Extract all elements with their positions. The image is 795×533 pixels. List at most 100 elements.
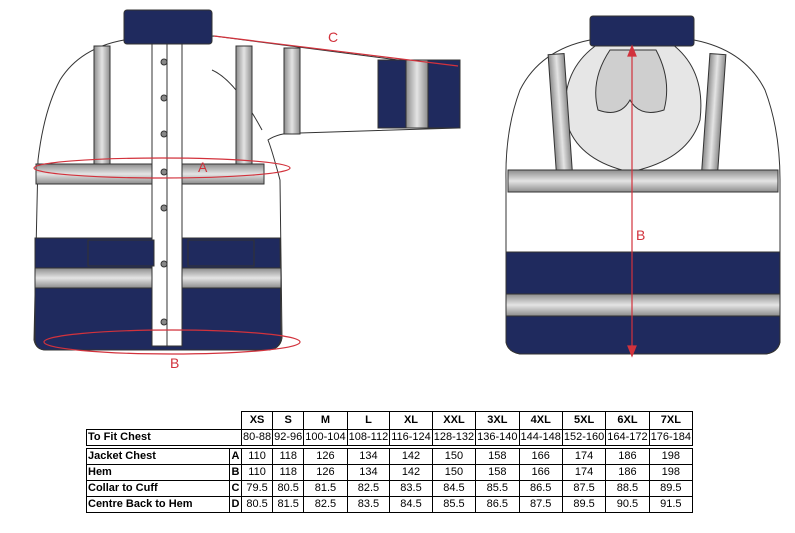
table-row-jacket-chest: Jacket Chest A 110 118 126 134 142 150 1… [86,448,694,465]
dimension-b-back-label: B [636,227,645,243]
dimension-c-label: C [328,29,338,45]
size-chart-table: XS S M L XL XXL 3XL 4XL 5XL 6XL 7XL To F… [86,411,694,513]
table-cell: 80.5 [240,496,274,513]
size-header-l: L [346,411,391,430]
fit-chest-cell: 164-172 [605,429,650,446]
table-cell: 86.5 [475,496,520,513]
sleeve-reflective-band [283,47,301,135]
table-cell: 90.5 [605,496,650,513]
table-cell: 91.5 [648,496,694,513]
table-cell: 118 [272,464,305,481]
fit-chest-cell: 136-140 [475,429,520,446]
table-cell: 198 [648,448,694,465]
table-cell: 110 [240,448,274,465]
table-cell: 88.5 [605,480,650,497]
back-hem-reflective-band [505,293,781,317]
front-collar [123,9,213,45]
table-cell: 110 [240,464,274,481]
size-header-xxl: XXL [431,411,477,430]
front-right-brace [235,45,253,165]
back-chest-reflective-band [507,169,779,193]
front-chest-reflective-band [35,163,265,185]
row-letter: D [229,496,242,513]
dimension-c-line [213,35,459,67]
size-header-row: XS S M L XL XXL 3XL 4XL 5XL 6XL 7XL [87,411,694,430]
table-cell: 150 [431,448,477,465]
dimension-a-loop [33,157,291,179]
right-pocket-flap [187,239,255,267]
table-cell: 84.5 [431,480,477,497]
table-cell: 79.5 [240,480,274,497]
table-cell: 83.5 [389,480,433,497]
button [160,168,168,176]
left-pocket-flap [87,239,155,267]
size-header-7xl: 7XL [648,411,694,430]
sleeve-cuff-reflective-band [405,59,429,129]
size-header-5xl: 5XL [561,411,607,430]
table-cell: 89.5 [561,496,607,513]
size-header-6xl: 6XL [605,411,650,430]
table-cell: 142 [389,464,433,481]
table-cell: 134 [346,448,391,465]
button [160,260,168,268]
table-cell: 158 [475,448,520,465]
row-letter: A [229,448,242,465]
row-letter: C [229,480,242,497]
jacket-front-view [33,9,461,351]
table-cell: 142 [389,448,433,465]
fit-chest-row: To Fit Chest 80-88 92-96 100-104 108-112… [86,429,694,446]
table-cell: 150 [431,464,477,481]
table-cell: 198 [648,464,694,481]
dimension-b-front-loop [43,329,301,355]
table-cell: 166 [518,464,563,481]
back-collar [589,15,695,47]
table-row-collar-to-cuff: Collar to Cuff C 79.5 80.5 81.5 82.5 83.… [86,480,694,497]
table-cell: 85.5 [431,496,477,513]
row-letter: B [229,464,242,481]
table-cell: 118 [272,448,305,465]
row-label: Centre Back to Hem [86,496,230,513]
header-blank-letter [230,412,242,430]
table-cell: 81.5 [303,480,348,497]
table-cell: 186 [605,464,650,481]
table-row-hem: Hem B 110 118 126 134 142 150 158 166 17… [86,464,694,481]
table-cell: 83.5 [346,496,391,513]
placket-buttons [160,58,168,326]
dimension-a-label: A [198,159,208,175]
fit-chest-cell: 176-184 [648,429,694,446]
table-row-centre-back-to-hem: Centre Back to Hem D 80.5 81.5 82.5 83.5… [86,496,694,513]
table-cell: 80.5 [272,480,305,497]
fit-chest-cell: 108-112 [346,429,391,446]
size-header-xs: XS [240,411,274,430]
row-label: Jacket Chest [86,448,230,465]
jacket-back-view [505,15,781,355]
table-cell: 186 [605,448,650,465]
table-cell: 84.5 [389,496,433,513]
button [160,318,168,326]
row-label: Hem [86,464,230,481]
jacket-diagram: A B C B [33,9,781,371]
front-dimensions [33,35,459,355]
table-cell: 134 [346,464,391,481]
front-left-brace [93,45,111,165]
button [160,204,168,212]
fit-chest-cell: 92-96 [272,429,305,446]
fit-chest-label: To Fit Chest [86,429,242,446]
size-header-3xl: 3XL [475,411,520,430]
table-cell: 87.5 [561,480,607,497]
button [160,130,168,138]
row-label: Collar to Cuff [86,480,230,497]
dimension-b-back-arrow-top [627,44,637,57]
table-cell: 81.5 [272,496,305,513]
fit-chest-cell: 152-160 [561,429,607,446]
table-cell: 126 [303,464,348,481]
table-cell: 85.5 [475,480,520,497]
table-cell: 87.5 [518,496,563,513]
dimension-b-front-label: B [170,355,179,371]
back-dimensions [627,44,637,358]
table-cell: 158 [475,464,520,481]
size-header-xl: XL [389,411,433,430]
table-cell: 82.5 [346,480,391,497]
dimension-b-back-arrow-bottom [627,345,637,358]
table-cell: 86.5 [518,480,563,497]
